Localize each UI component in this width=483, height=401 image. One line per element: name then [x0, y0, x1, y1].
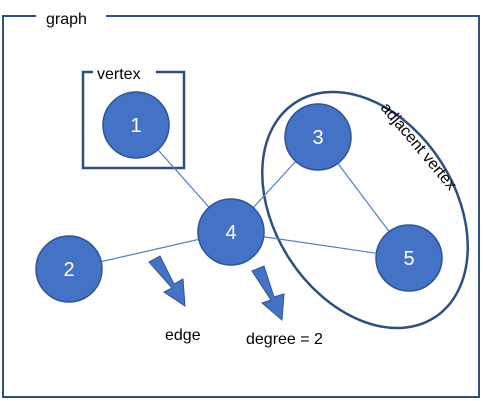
node-2-label: 2 — [63, 259, 74, 281]
node-3-label: 3 — [312, 127, 323, 149]
vertex-box — [81, 70, 186, 170]
node-5-circle — [375, 224, 443, 292]
node-1-circle — [102, 91, 170, 159]
node-4: 4 — [197, 198, 265, 266]
node-3-circle — [284, 103, 352, 171]
graph-frame — [2, 15, 480, 398]
vertex-label: vertex — [97, 66, 141, 83]
node-2: 2 — [35, 235, 103, 303]
node-4-label: 4 — [225, 222, 236, 244]
degree-arrow — [251, 265, 285, 322]
node-5: 5 — [375, 224, 443, 292]
node-2-circle — [35, 235, 103, 303]
node-3: 3 — [284, 103, 352, 171]
edge-label: edge — [165, 327, 201, 344]
adjacent-ellipse — [261, 90, 469, 330]
node-4-circle — [197, 198, 265, 266]
degree-label: degree = 2 — [246, 331, 323, 348]
node-5-label: 5 — [403, 248, 414, 270]
adjacent-label: adjacent vertex — [377, 100, 460, 194]
node-1-label: 1 — [130, 115, 141, 137]
edge-arrow — [148, 255, 186, 307]
node-1: 1 — [102, 91, 170, 159]
graph-title: graph — [46, 11, 87, 28]
